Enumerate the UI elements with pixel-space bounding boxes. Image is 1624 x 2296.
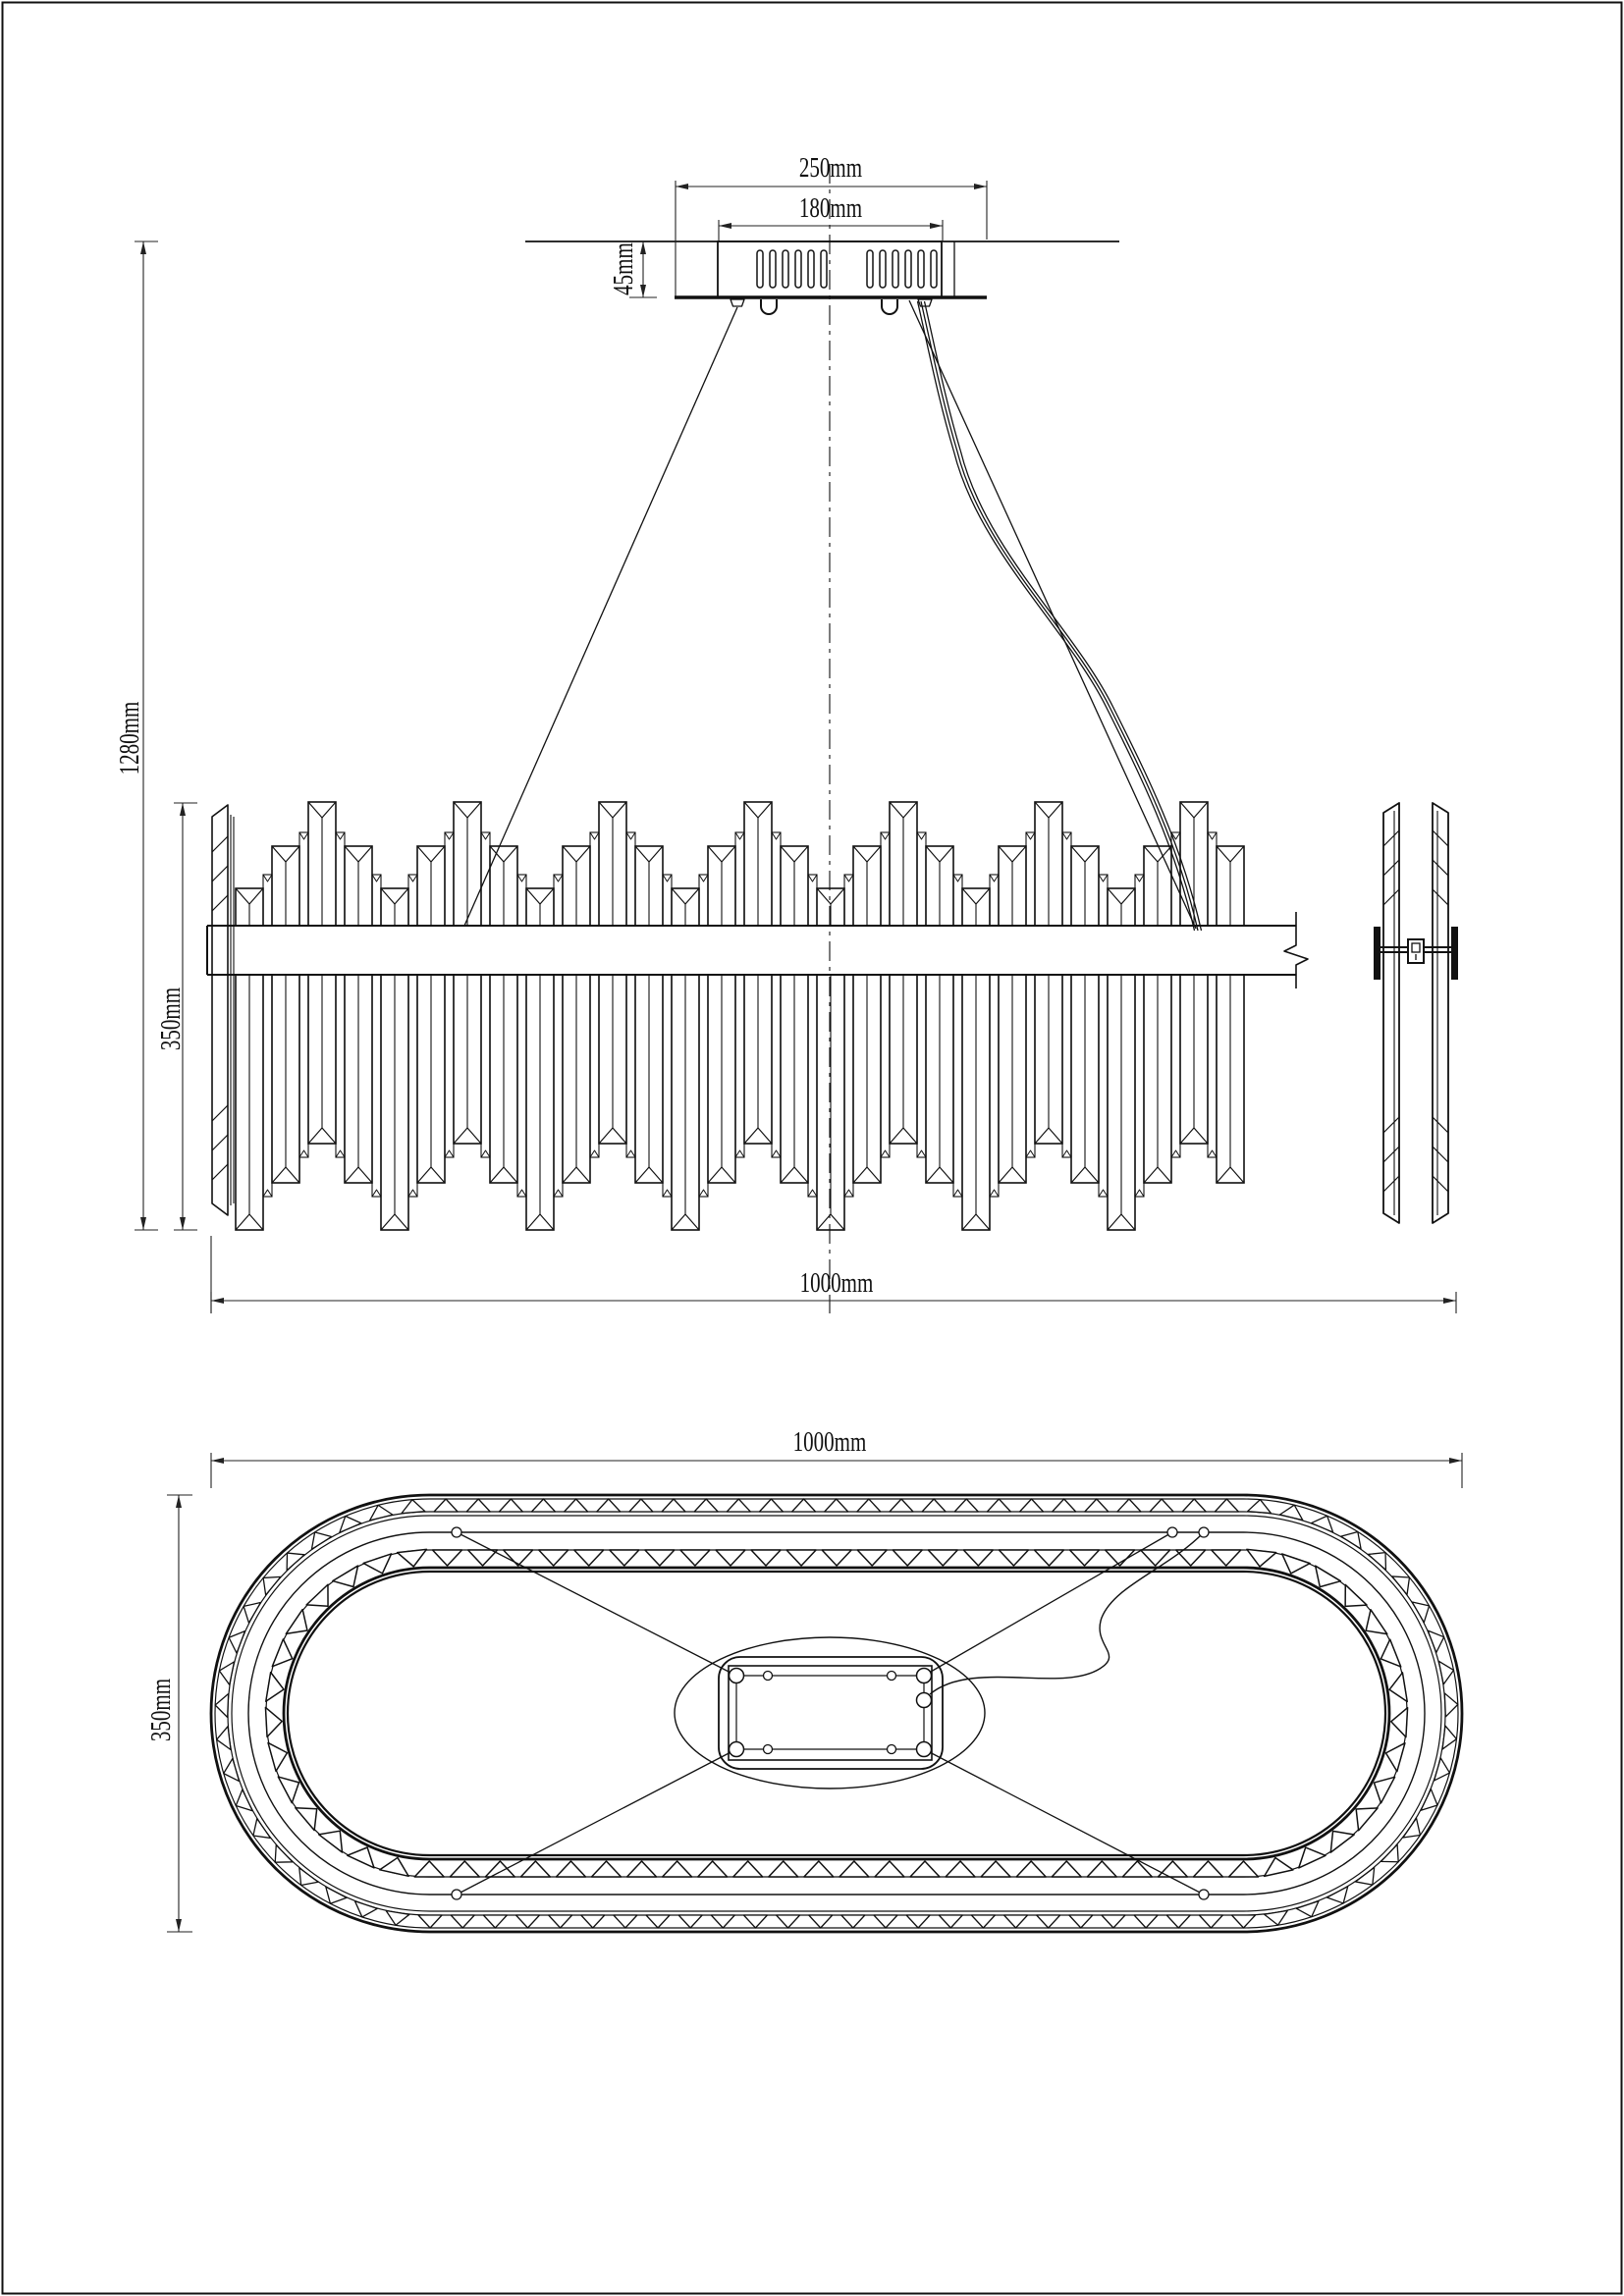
side-elevation-view [1374, 802, 1458, 1224]
front-elevation-view [206, 164, 1309, 1313]
dim-label-350mm-front: 350mm [156, 987, 187, 1051]
dim-label-350mm-plan: 350mm [146, 1678, 177, 1742]
dim-label-1000mm-front: 1000mm [799, 1268, 874, 1299]
dimension-annotations [135, 181, 1463, 1933]
dim-label-1000mm-plan: 1000mm [792, 1427, 867, 1458]
dim-label-250mm: 250mm [798, 153, 863, 184]
dim-label-180mm: 180mm [798, 193, 863, 224]
dim-label-1280mm: 1280mm [115, 701, 145, 775]
plan-view [209, 1493, 1464, 1934]
dim-label-45mm: 45mm [609, 242, 639, 295]
